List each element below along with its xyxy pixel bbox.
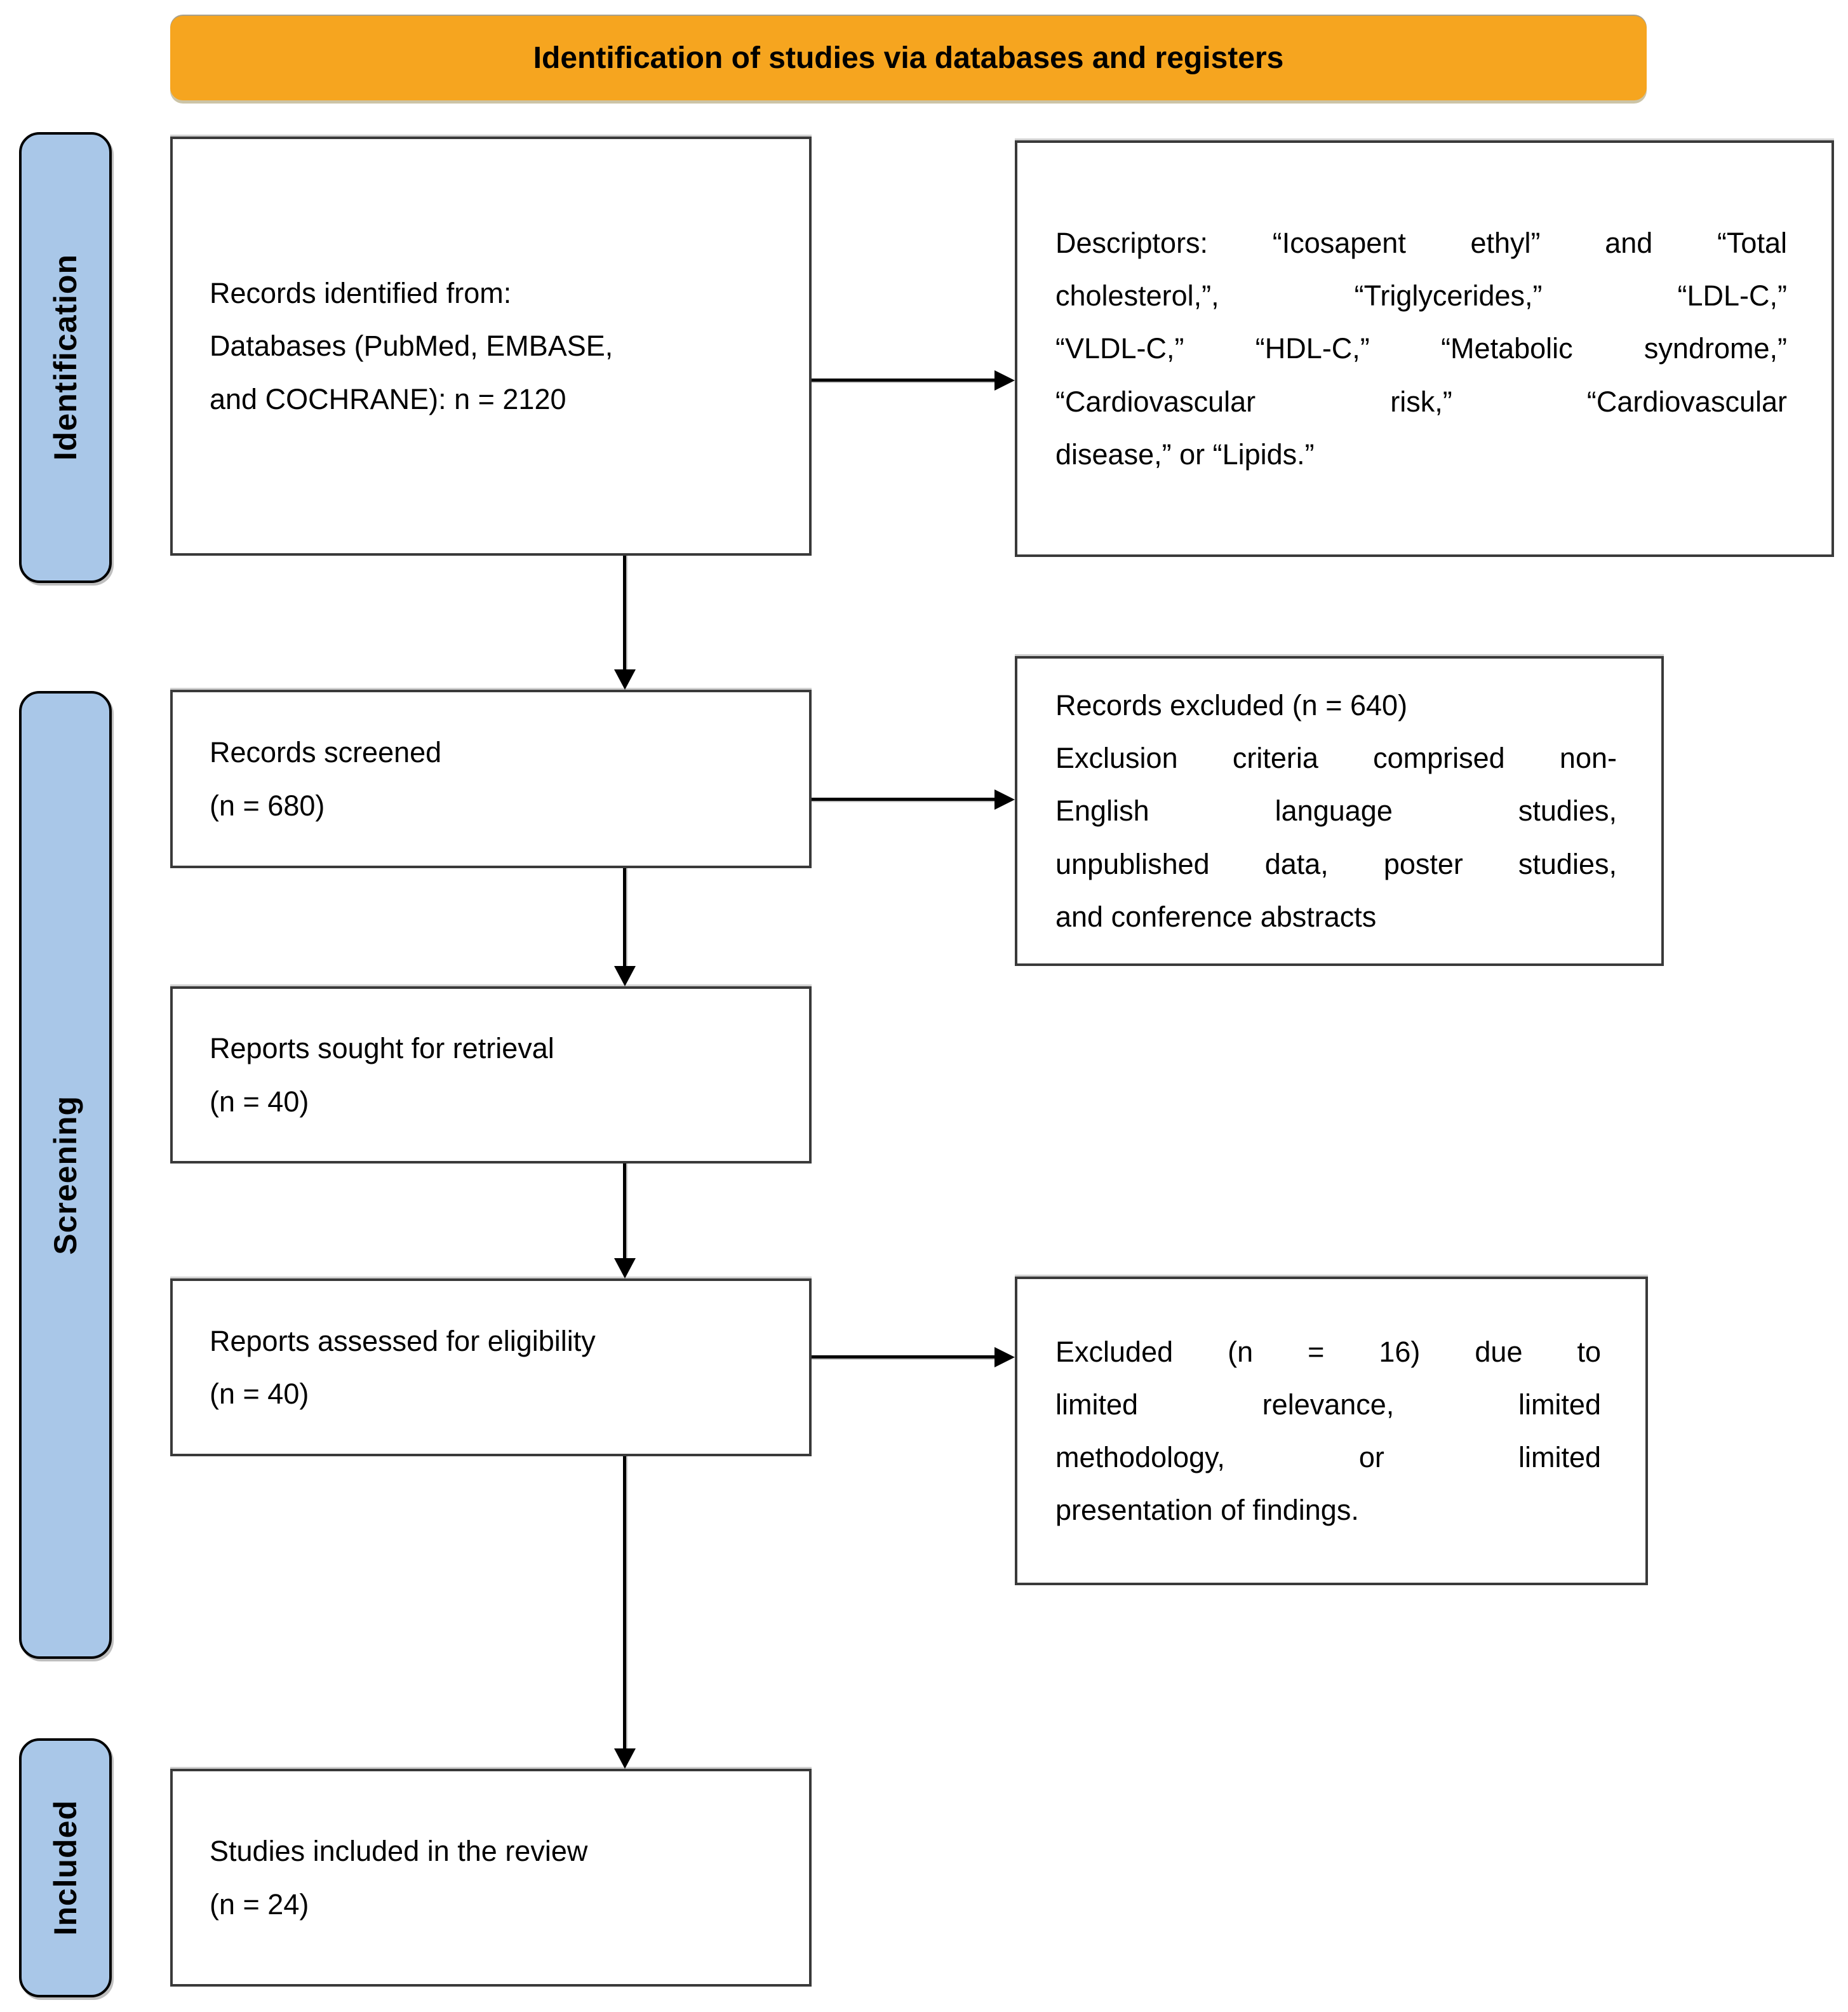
- box-records-excluded: Records excluded (n = 640) Exclusion cri…: [1015, 656, 1664, 966]
- descriptors-text: Descriptors: “Icosapent ethyl” and “Tota…: [1055, 226, 1787, 471]
- box-reports-sought: Reports sought for retrieval (n = 40): [170, 986, 812, 1164]
- records-screened-text: Records screened (n = 680): [210, 736, 442, 822]
- records-identified-text: Records identified from: Databases (PubM…: [210, 277, 613, 415]
- arrow-down-icon: [623, 1456, 626, 1750]
- reports-assessed-text: Reports assessed for eligibility (n = 40…: [210, 1324, 596, 1410]
- reports-sought-text: Reports sought for retrieval (n = 40): [210, 1032, 554, 1118]
- stage-label-identification: Identification: [19, 132, 112, 583]
- arrow-down-icon: [623, 1164, 626, 1259]
- diagram-title: Identification of studies via databases …: [533, 41, 1284, 75]
- records-excluded-body: Exclusion criteria comprised non-English…: [1055, 742, 1617, 933]
- stage-screening-text: Screening: [48, 1095, 83, 1255]
- box-records-screened: Records screened (n = 680): [170, 690, 812, 868]
- arrow-down-icon: [623, 556, 626, 671]
- studies-included-text: Studies included in the review (n = 24): [210, 1835, 588, 1921]
- arrow-right-icon: [812, 1355, 996, 1358]
- arrow-down-icon: [623, 868, 626, 967]
- box-descriptors: Descriptors: “Icosapent ethyl” and “Tota…: [1015, 140, 1834, 557]
- stage-label-screening: Screening: [19, 691, 112, 1659]
- box-studies-included: Studies included in the review (n = 24): [170, 1769, 812, 1987]
- box-reports-assessed: Reports assessed for eligibility (n = 40…: [170, 1278, 812, 1456]
- stage-label-included: Included: [19, 1738, 112, 1997]
- arrow-right-icon: [812, 379, 996, 382]
- records-excluded-text-block: Records excluded (n = 640) Exclusion cri…: [1017, 666, 1661, 956]
- diagram-title-banner: Identification of studies via databases …: [170, 16, 1647, 100]
- box-records-identified: Records identified from: Databases (PubM…: [170, 137, 812, 556]
- records-excluded-title: Records excluded (n = 640): [1055, 688, 1408, 721]
- stage-included-text: Included: [48, 1800, 83, 1936]
- stage-identification-text: Identification: [48, 254, 83, 461]
- arrow-right-icon: [812, 798, 996, 801]
